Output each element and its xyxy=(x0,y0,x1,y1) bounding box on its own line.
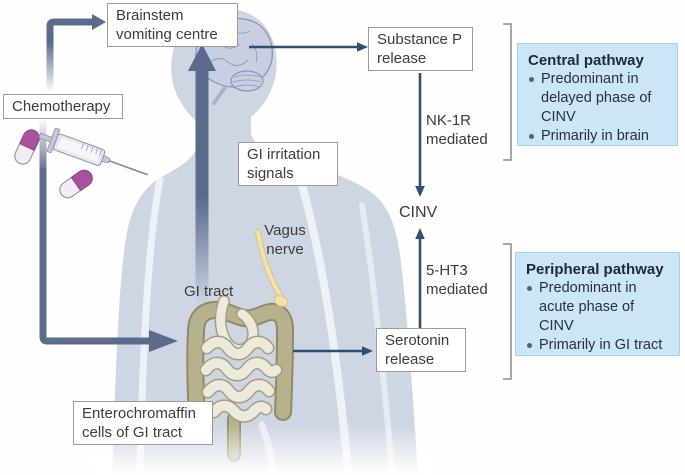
gi-signals-arrow xyxy=(188,44,216,306)
vagus-nerve-label: Vagus nerve xyxy=(264,222,306,258)
pill-icon xyxy=(14,129,40,165)
central-pathway-title: Central pathway xyxy=(528,52,644,69)
gi-tract-label: GI tract xyxy=(184,283,234,300)
vagus-nerve-icon xyxy=(255,229,289,307)
bullet-dot-icon xyxy=(529,77,534,82)
peripheral-pathway-bracket xyxy=(503,243,512,380)
serotonin-release-box: Serotonin release xyxy=(376,328,466,372)
chemo-to-gi-arrow xyxy=(39,119,178,352)
peripheral-pathway-bullets: Predominant in acute phase of CINV Prima… xyxy=(526,279,673,355)
chemo-to-brainstem-arrow xyxy=(46,14,106,92)
bullet-dot-icon xyxy=(527,286,532,291)
central-pathway-bracket xyxy=(503,23,512,161)
bullet-dot-icon xyxy=(527,343,532,348)
pill-icon xyxy=(59,169,93,199)
nk1r-mediated-label: NK-1R mediated xyxy=(426,112,488,148)
list-item: Predominant in acute phase of CINV xyxy=(526,279,673,336)
list-item: Primarily in GI tract xyxy=(526,336,673,355)
serotonin-to-cinv-arrow xyxy=(415,228,425,328)
silhouette-arm-highlight-right xyxy=(296,174,352,474)
gi-irritation-signals-box: GI irritation signals xyxy=(238,142,338,186)
substance-p-release-box: Substance P release xyxy=(368,27,473,71)
list-item: Predominant in delayed phase of CINV xyxy=(528,70,671,127)
enterochromaffin-cells-box: Enterochromaffin cells of GI tract xyxy=(73,401,213,445)
syringe-icon xyxy=(38,127,149,176)
bullet-dot-icon xyxy=(529,134,534,139)
gi-to-serotonin-arrow xyxy=(293,346,373,356)
central-pathway-bullets: Predominant in delayed phase of CINV Pri… xyxy=(528,70,671,146)
brainstem-vomiting-centre-box: Brainstem vomiting centre xyxy=(107,3,238,47)
chemotherapy-box: Chemotherapy xyxy=(3,94,123,119)
brain-to-substance-arrow xyxy=(249,42,368,52)
cinv-label: CINV xyxy=(399,204,438,221)
peripheral-pathway-title: Peripheral pathway xyxy=(526,261,664,278)
peripheral-pathway-box: Peripheral pathway Predominant in acute … xyxy=(515,252,680,356)
5ht3-mediated-label: 5-HT3 mediated xyxy=(426,262,488,298)
substance-to-cinv-arrow xyxy=(415,73,425,197)
list-item: Primarily in brain xyxy=(528,127,671,146)
central-pathway-box: Central pathway Predominant in delayed p… xyxy=(517,43,678,146)
